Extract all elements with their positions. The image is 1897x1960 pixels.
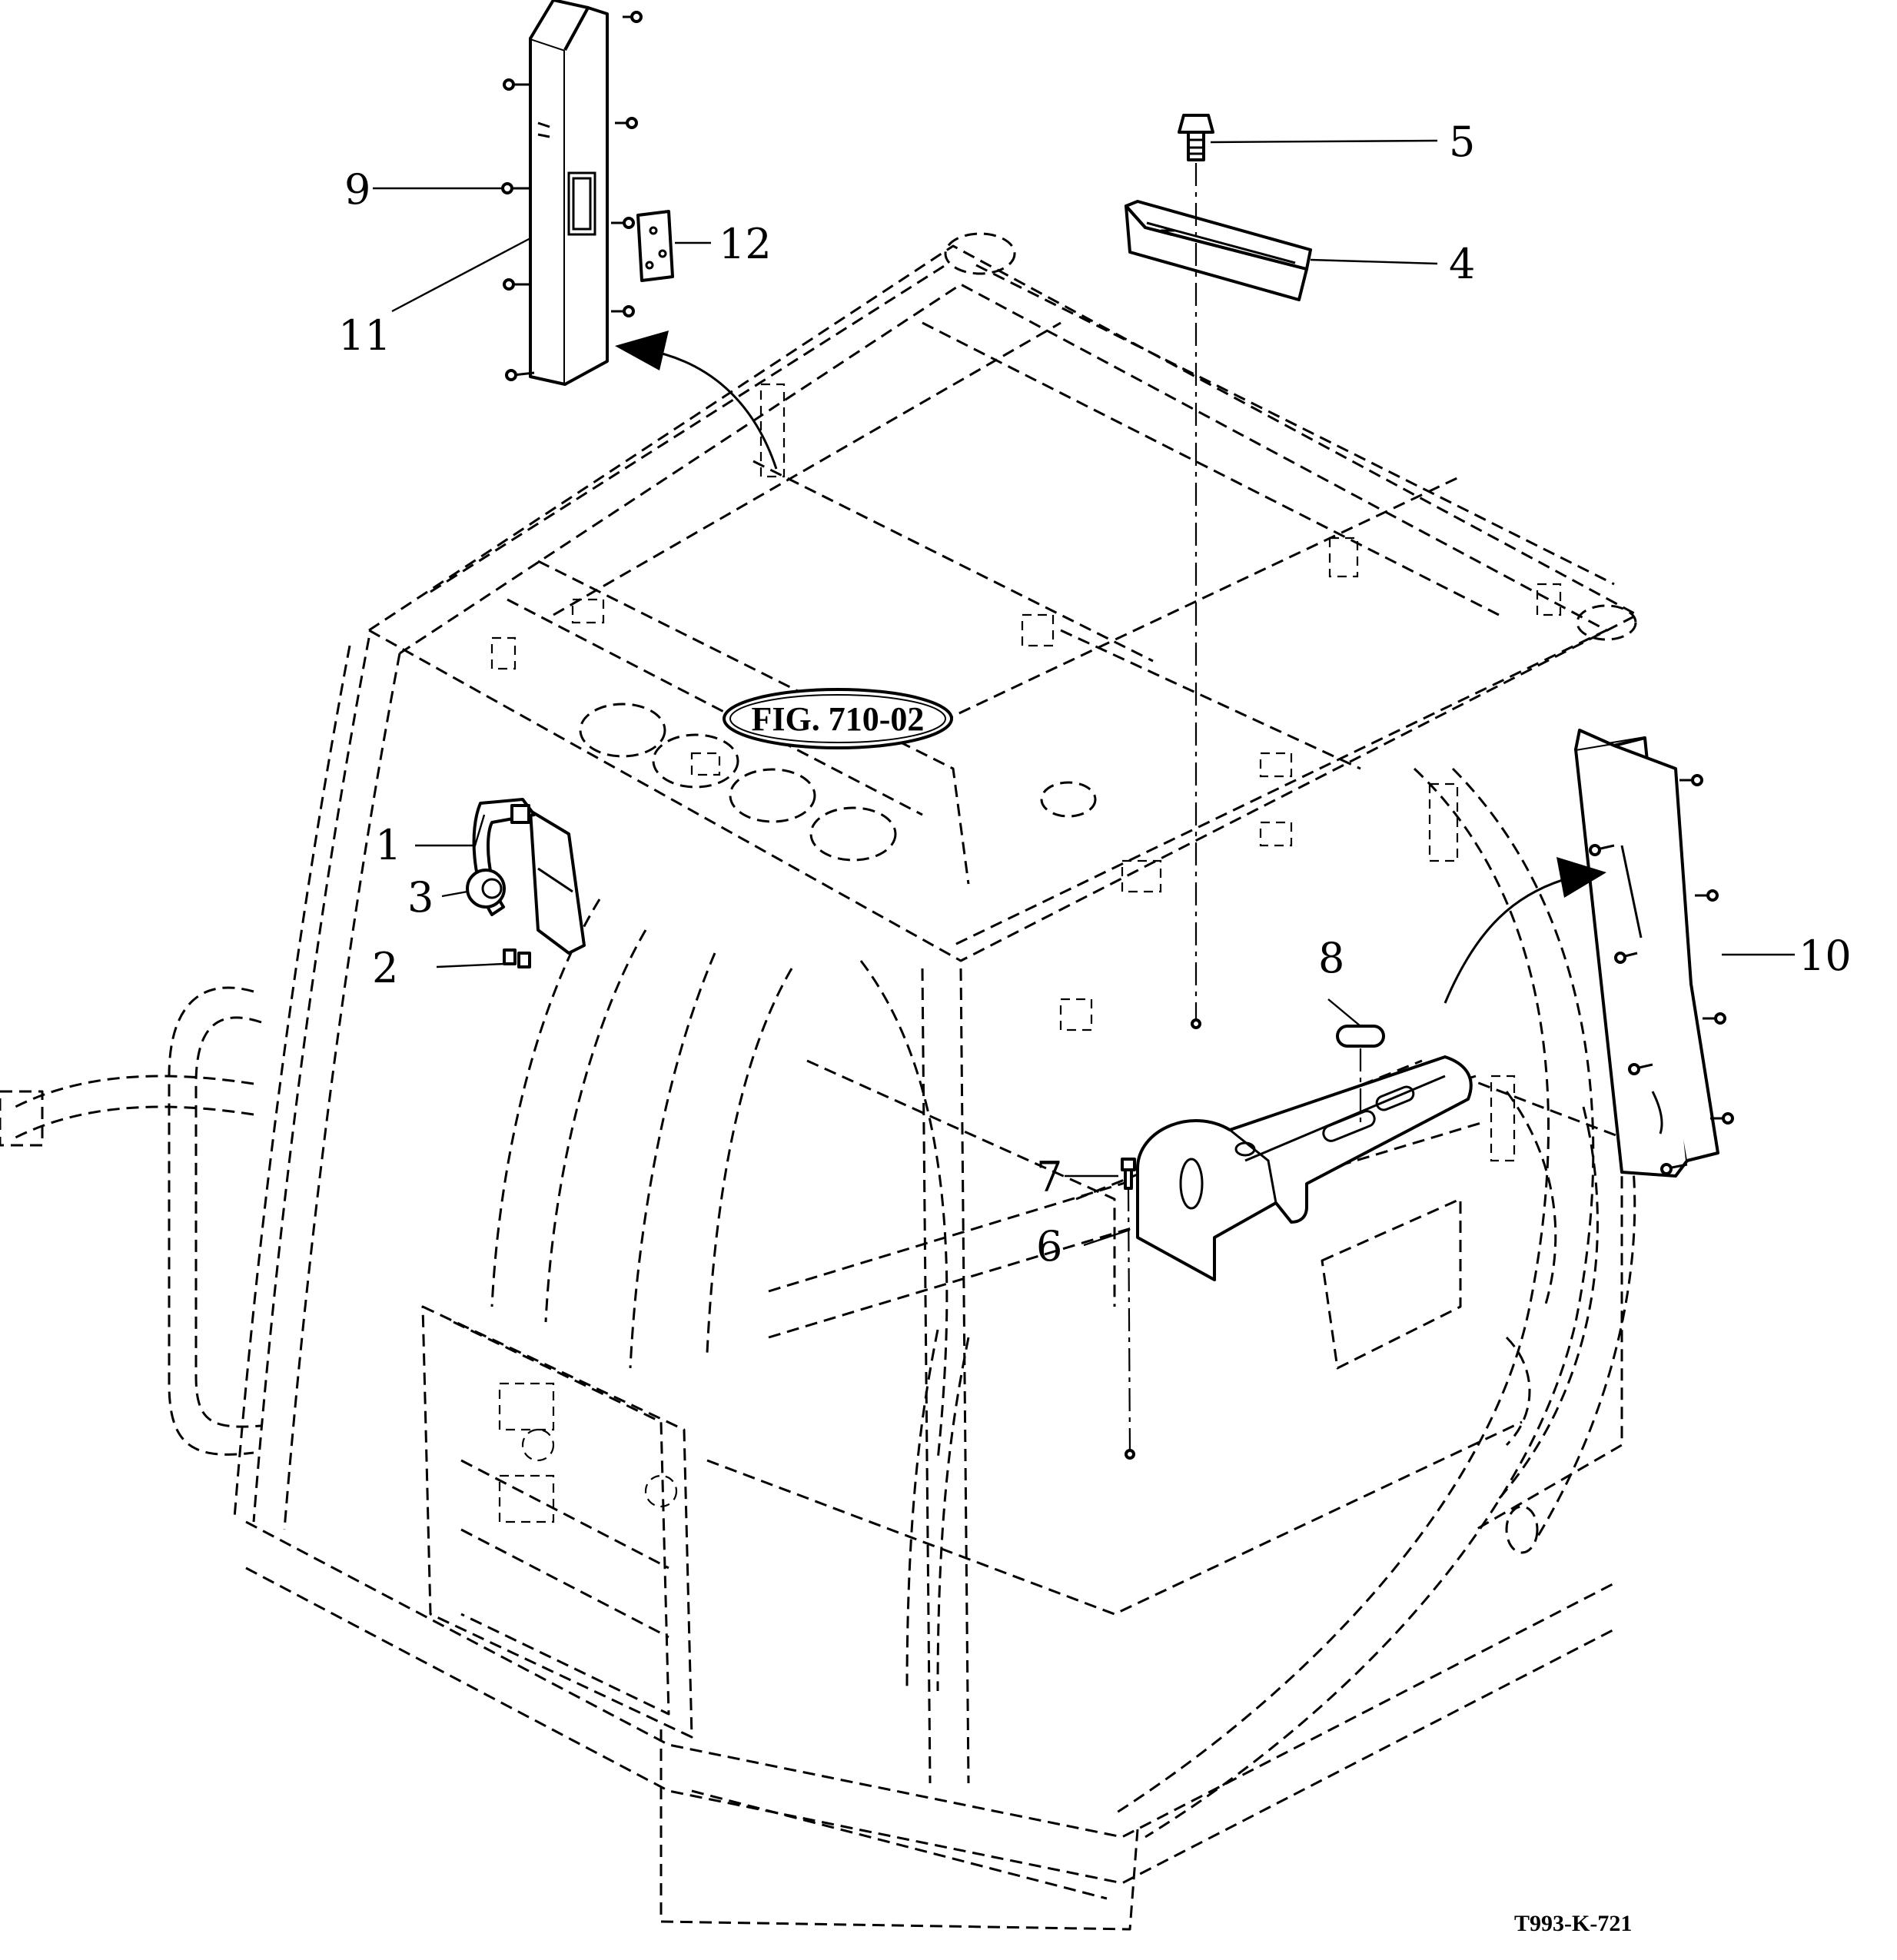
floor-plate-assembly <box>1121 1025 1473 1460</box>
callout-4: 4 <box>1449 240 1475 288</box>
figure-reference-badge[interactable]: FIG. 710-02 <box>723 688 953 749</box>
pillar-screws-right <box>1589 774 1734 1175</box>
callout-8: 8 <box>1318 934 1344 982</box>
figure-reference-label: FIG. 710-02 <box>752 700 925 738</box>
callout-10: 10 <box>1799 932 1852 980</box>
left-pillar-trim-assembly <box>501 0 778 470</box>
callout-5: 5 <box>1449 118 1475 166</box>
callout-9: 9 <box>344 165 370 214</box>
right-pillar-trim-assembly <box>1444 729 1734 1178</box>
callout-3: 3 <box>407 873 434 922</box>
pillar-screws-left <box>501 11 643 381</box>
callout-1: 1 <box>375 821 401 869</box>
callout-12: 12 <box>719 220 772 268</box>
callout-6: 6 <box>1036 1222 1062 1271</box>
callout-11: 11 <box>338 311 391 360</box>
leader-lines <box>373 139 1795 1247</box>
callout-7: 7 <box>1036 1153 1062 1201</box>
mirror-assembly <box>466 798 586 968</box>
callouts: 1 2 3 4 5 6 7 8 9 10 11 12 <box>338 118 1852 1271</box>
callout-2: 2 <box>372 944 398 992</box>
drawing-number: T993-K-721 <box>1514 1911 1632 1936</box>
roof-light-assembly <box>1125 114 1312 1029</box>
